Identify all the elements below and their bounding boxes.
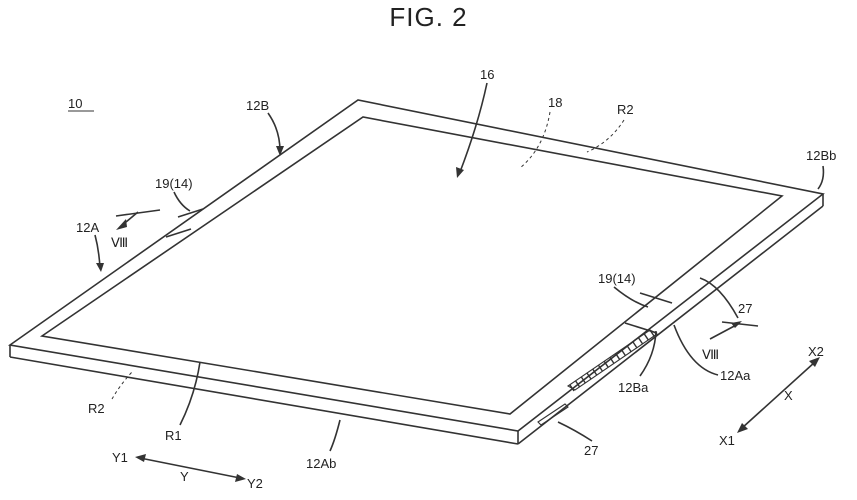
axis-label-X1: X1 bbox=[719, 433, 735, 448]
axis-label-X2: X2 bbox=[808, 344, 824, 359]
label-19-left: 19(14) bbox=[155, 176, 193, 191]
axis-x-indicator bbox=[737, 357, 820, 433]
label-12Bb: 12Bb bbox=[806, 148, 836, 163]
section-line-right bbox=[709, 321, 759, 340]
port-tick bbox=[603, 361, 609, 368]
port-tick bbox=[615, 353, 621, 360]
label-27-lower: 27 bbox=[584, 443, 598, 458]
hinge-lines bbox=[165, 208, 673, 334]
device-top-surface bbox=[7, 99, 825, 432]
port-tick bbox=[637, 337, 644, 345]
port-tick bbox=[609, 357, 615, 364]
device-body bbox=[7, 99, 825, 445]
axis-label-X: X bbox=[784, 388, 793, 403]
label-VIII-left: Ⅷ bbox=[111, 235, 128, 250]
label-12Ab: 12Ab bbox=[306, 456, 336, 471]
label-19-right: 19(14) bbox=[598, 271, 636, 286]
label-12Aa: 12Aa bbox=[720, 368, 751, 383]
port-tick bbox=[580, 376, 587, 384]
port-tick bbox=[632, 341, 638, 349]
port-tick bbox=[586, 372, 592, 380]
label-R1: R1 bbox=[165, 428, 182, 443]
display-panel bbox=[39, 116, 784, 415]
port-tick bbox=[592, 368, 598, 376]
leader-lines bbox=[94, 82, 825, 452]
figure-title: FIG. 2 bbox=[389, 2, 468, 32]
port-tick bbox=[597, 364, 604, 372]
label-16: 16 bbox=[480, 67, 494, 82]
axis-label-Y1: Y1 bbox=[112, 450, 128, 465]
port-tick bbox=[575, 380, 581, 388]
label-R2-left: R2 bbox=[88, 401, 105, 416]
label-R2-top: R2 bbox=[617, 102, 634, 117]
label-12Ba: 12Ba bbox=[618, 380, 649, 395]
axis-label-Y: Y bbox=[180, 469, 189, 484]
label-27-upper: 27 bbox=[738, 301, 752, 316]
port-tick bbox=[569, 384, 575, 392]
port-tick bbox=[649, 329, 655, 337]
label-18: 18 bbox=[548, 95, 562, 110]
axis-y-indicator bbox=[135, 454, 246, 482]
connector-port-strip bbox=[566, 329, 659, 392]
label-12A: 12A bbox=[76, 220, 99, 235]
device-number-label: 10 bbox=[68, 96, 82, 111]
port-tick bbox=[643, 333, 649, 341]
port-tick bbox=[620, 349, 627, 357]
card-slot bbox=[537, 403, 569, 426]
axis-label-Y2: Y2 bbox=[247, 476, 263, 491]
port-tick bbox=[626, 345, 632, 353]
label-VIII-right: Ⅷ bbox=[702, 347, 719, 362]
label-12B: 12B bbox=[246, 98, 269, 113]
section-line-left bbox=[115, 209, 161, 230]
